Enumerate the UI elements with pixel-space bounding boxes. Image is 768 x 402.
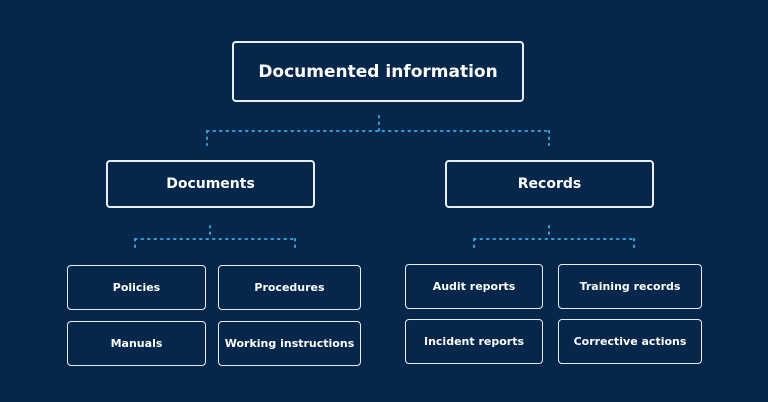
documents-node: Documents <box>106 160 315 208</box>
incident-reports-node: Incident reports <box>405 319 543 364</box>
root-node: Documented information <box>232 41 524 102</box>
policies-node-label: Policies <box>112 281 161 294</box>
records-node: Records <box>445 160 654 208</box>
working-instructions-node: Working instructions <box>218 321 361 366</box>
corrective-actions-node-label: Corrective actions <box>573 335 687 348</box>
incident-reports-node-label: Incident reports <box>423 335 524 348</box>
audit-reports-node-label: Audit reports <box>432 280 516 293</box>
training-records-node: Training records <box>558 264 702 309</box>
corrective-actions-node: Corrective actions <box>558 319 702 364</box>
manuals-node: Manuals <box>67 321 206 366</box>
documents-node-label: Documents <box>166 176 255 192</box>
training-records-node-label: Training records <box>579 280 681 293</box>
working-instructions-node-label: Working instructions <box>224 337 355 350</box>
records-node-label: Records <box>517 176 582 192</box>
procedures-node: Procedures <box>218 265 361 310</box>
procedures-node-label: Procedures <box>254 281 325 294</box>
root-node-label: Documented information <box>258 61 498 82</box>
audit-reports-node: Audit reports <box>405 264 543 309</box>
manuals-node-label: Manuals <box>110 337 163 350</box>
policies-node: Policies <box>67 265 206 310</box>
